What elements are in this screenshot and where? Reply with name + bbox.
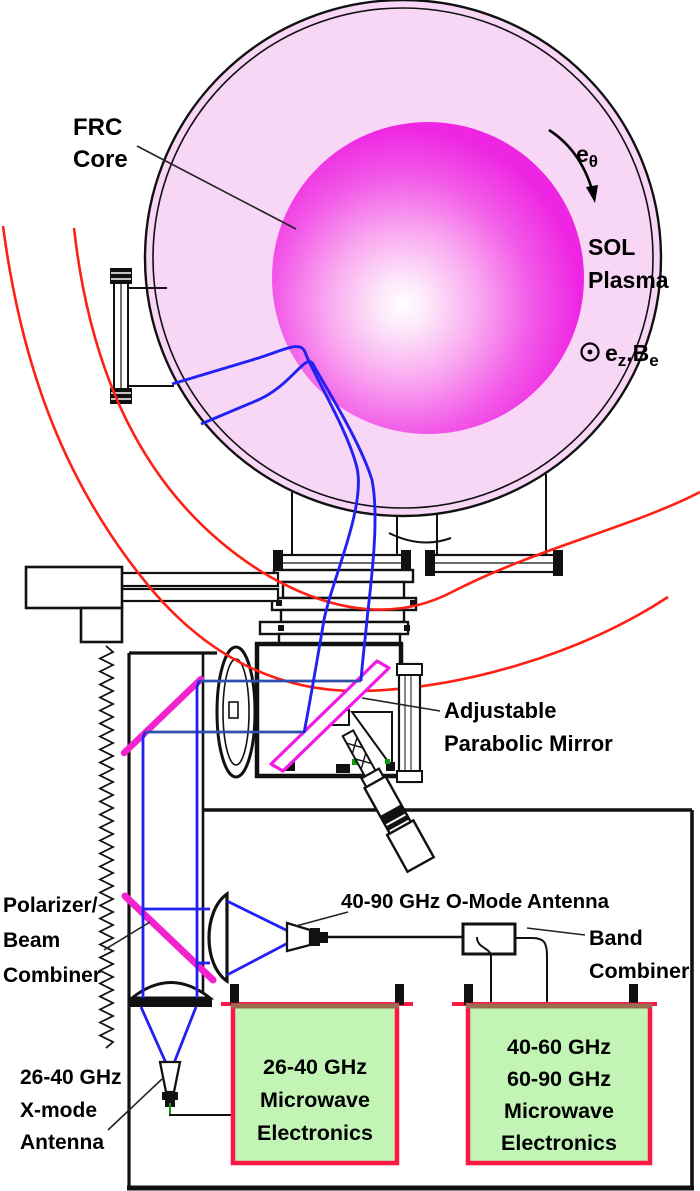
arm-drive-box: [24, 565, 124, 610]
svg-text:Microwave: Microwave: [260, 1088, 370, 1112]
magnetic-field-lines: [1, 225, 700, 693]
svg-text:Plasma: Plasma: [588, 267, 669, 293]
vessel-outer-wall: [143, 0, 663, 518]
o-mode-horn: [285, 921, 312, 953]
vessel-bottom-seam: [388, 532, 452, 544]
svg-text:Beam: Beam: [3, 929, 60, 952]
box2-label: 40-60 GHz: [507, 1035, 611, 1059]
band-pointer: [526, 927, 586, 936]
bend-mirror: [120, 675, 205, 757]
arrowhead: [586, 185, 598, 203]
band-combiner-label: Band: [589, 926, 643, 950]
svg-text:Electronics: Electronics: [257, 1121, 373, 1145]
mirror-pointer: [361, 697, 441, 712]
mirror-actuator-motor: [341, 728, 436, 874]
band-combiner-box: [461, 922, 517, 956]
parabolic-mirror: [269, 659, 391, 773]
electronics-box-26-40: [230, 1002, 400, 1166]
mirror-bracket: [350, 711, 393, 771]
o-mode-pointer: [295, 911, 349, 927]
band-combiner-wire-2: [515, 937, 548, 1003]
svg-text:X-mode: X-mode: [20, 1099, 97, 1122]
mirror-label: Adjustable: [444, 698, 556, 723]
frc-core-pointer: [136, 145, 297, 230]
beam-path-1: [171, 345, 360, 734]
port-cap-top: [110, 268, 132, 284]
e-theta-arrow: [548, 128, 598, 203]
svg-text:Antenna: Antenna: [20, 1131, 104, 1154]
svg-text:Electronics: Electronics: [501, 1131, 617, 1155]
vessel-inner-wall: [152, 7, 654, 509]
out-of-page-symbol: [580, 342, 600, 362]
x-mode-pointer: [107, 1078, 163, 1131]
svg-text:Core: Core: [73, 146, 128, 173]
polarizer-label: Polarizer/: [3, 894, 98, 917]
frc-core-region: [272, 122, 584, 434]
ez-be-label: ez,Be: [605, 340, 659, 370]
polarizer-pointer: [103, 921, 151, 951]
beam-path-2: [200, 360, 377, 682]
field-line-outer: [1, 225, 669, 693]
x-mode-wire: [169, 1114, 233, 1116]
sol-plasma-label: SOL: [588, 234, 635, 260]
o-mode-label: 40-90 GHz O-Mode Antenna: [341, 890, 610, 913]
svg-text:Combiner: Combiner: [3, 964, 101, 987]
box1-label: 26-40 GHz: [263, 1055, 367, 1079]
svg-text:60-90 GHz: 60-90 GHz: [507, 1067, 611, 1091]
svg-text:Microwave: Microwave: [504, 1099, 614, 1123]
pointer-lines: [103, 145, 586, 1131]
frc-core-label: FRC: [73, 114, 122, 141]
enclosure: [127, 651, 694, 1191]
x-mode-lens-mount: [128, 998, 212, 1007]
box-side-flange: [397, 662, 422, 784]
svg-text:Parabolic Mirror: Parabolic Mirror: [444, 731, 613, 756]
side-port: [110, 268, 174, 404]
electronics: [221, 984, 657, 1166]
horn-antennas: [158, 921, 548, 1116]
svg-text:Combiner: Combiner: [589, 959, 690, 983]
field-line-inner: [72, 227, 700, 611]
text-labels: FRC Core eθ SOL Plasma ez,Be Adjustable …: [3, 114, 690, 1155]
electronics-box-40-90: [465, 1002, 653, 1166]
o-mode-lens: [207, 890, 229, 984]
port-cap-bottom: [110, 388, 132, 404]
vacuum-vessel: [143, 0, 663, 544]
band-combiner-wire-1: [476, 936, 492, 1003]
zigzag-support: [97, 645, 116, 1049]
e-theta-label: eθ: [576, 141, 598, 171]
x-mode-horn: [158, 1060, 182, 1094]
microwave-beams: [139, 345, 377, 1064]
antenna-optics: [127, 890, 229, 1007]
x-mode-lens: [127, 981, 215, 1000]
mirror-internals: [282, 662, 436, 874]
x-mode-label: 26-40 GHz: [20, 1066, 122, 1089]
